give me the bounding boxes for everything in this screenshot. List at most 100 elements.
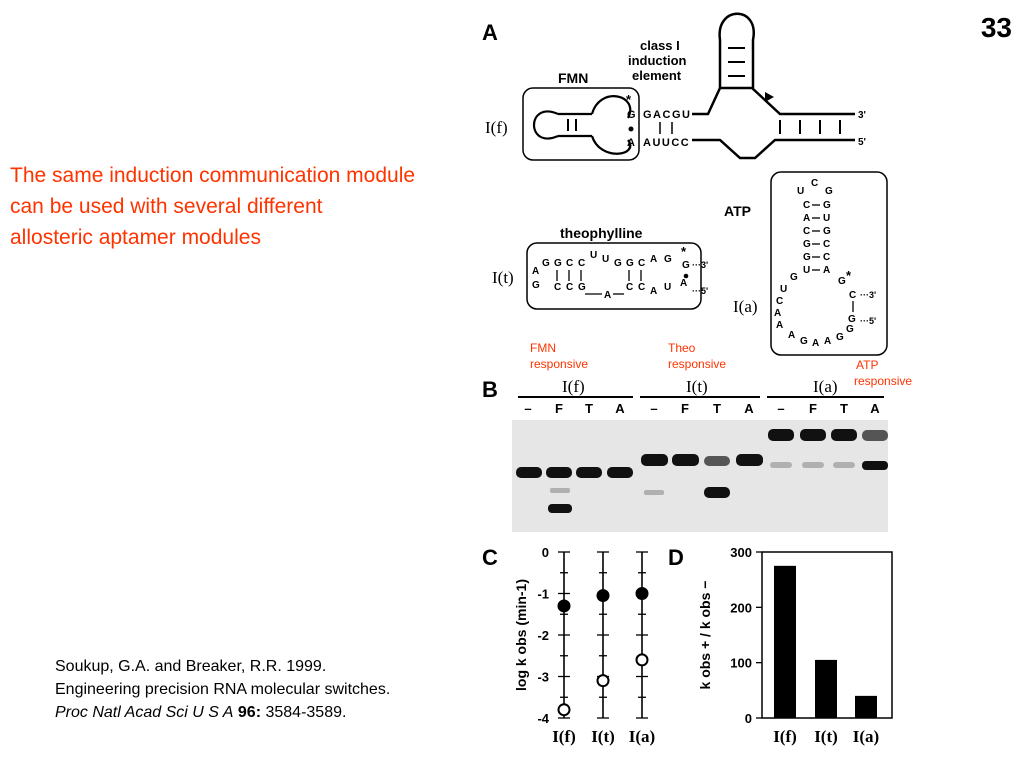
panel-c-xlabels: I(f)I(t)I(a) — [552, 727, 655, 746]
gel-band — [641, 454, 668, 466]
panel-a-label: A — [482, 20, 498, 45]
it-nt-bottom-5: C — [626, 282, 633, 293]
ia-stem-left-4: G — [803, 252, 811, 263]
panel-c-ytick-label: -3 — [537, 670, 549, 685]
lane-label-6: F — [681, 401, 689, 416]
gel-band — [704, 487, 730, 498]
it-star: * — [681, 244, 687, 259]
it-nt-bottom-3: G — [578, 282, 586, 293]
it-nt-top-2: G — [554, 258, 562, 269]
gel-lane-labels: – F T A – F T A – F T A — [524, 401, 880, 416]
panel-d-ytick-label: 0 — [745, 711, 752, 726]
it-nt-bottom-0: G — [532, 280, 540, 291]
ia-five-prime: ···5' — [860, 316, 876, 326]
lane-label-3: T — [585, 401, 593, 416]
panel-c-point-open — [635, 653, 649, 667]
it-nt-bottom-6: C — [638, 282, 645, 293]
fmn-responsive-line-2: responsive — [530, 357, 588, 371]
lane-label-10: F — [809, 401, 817, 416]
panel-c-ytick-label: -4 — [537, 711, 549, 726]
ia-stem-right-3: C — [823, 239, 830, 250]
if-five-prime: 5' — [858, 137, 866, 148]
lane-label-2: F — [555, 401, 563, 416]
ia-nt-c1: C — [776, 296, 783, 307]
ia-nt-a4: A — [812, 338, 819, 349]
panel-d-bar — [855, 695, 877, 718]
panel-c-points — [557, 587, 649, 717]
lane-label-1: – — [524, 401, 531, 416]
panel-b: B I(f) I(t) I(a) – F T A – F T A – F T A — [482, 377, 888, 532]
headline-line-3: allosteric aptamer modules — [10, 226, 261, 249]
fmn-responsive-line-1: FMN — [530, 341, 556, 355]
gel-faint-band — [770, 462, 792, 468]
fmn-label: FMN — [558, 70, 588, 86]
panel-c-point-open — [596, 674, 610, 688]
it-nt-top-9: C — [638, 258, 645, 269]
ia-nt-c2: C — [849, 290, 856, 301]
ia-stem-right-1: U — [823, 213, 830, 224]
citation-title: Engineering precision RNA molecular swit… — [55, 681, 391, 698]
panel-c-ytick-label: 0 — [542, 545, 549, 560]
ia-nt-g6: G — [838, 276, 846, 287]
gel-band — [831, 429, 857, 441]
if-label: I(f) — [485, 118, 508, 137]
citation-pages: 3584-3589. — [265, 704, 347, 721]
ia-star: * — [846, 268, 852, 283]
gel-band — [862, 461, 888, 470]
theo-responsive-line-1: Theo — [668, 341, 696, 355]
panel-d-ytick-label: 200 — [730, 600, 752, 615]
panel-c-axes — [558, 551, 648, 719]
panel-c-xlabel: I(a) — [629, 727, 655, 746]
gel-group-it: I(t) — [686, 377, 708, 396]
it-nt-top-11: G — [664, 254, 672, 265]
ia-loop-c: C — [811, 178, 818, 189]
ia-loop-u: U — [797, 186, 804, 197]
citation: Soukup, G.A. and Breaker, R.R. 1999. Eng… — [55, 655, 485, 724]
headline-line-2: can be used with several different — [10, 195, 323, 218]
it-nt-top-7: G — [614, 258, 622, 269]
ia-label: I(a) — [733, 297, 758, 316]
ia-three-prime: ···3' — [860, 290, 876, 300]
gel-band — [548, 504, 572, 513]
ia-stem-right-4: C — [823, 252, 830, 263]
ia-stem: U C G C G A U C G G C G C U A G U C A A — [774, 178, 856, 349]
it-nt-top-1: G — [542, 258, 550, 269]
class-element-line-2: induction — [628, 53, 687, 68]
gel-faint-band — [644, 490, 664, 495]
gel-band — [607, 467, 633, 478]
ia-nt-a1: A — [774, 308, 781, 319]
atp-responsive-line-1: ATP — [856, 358, 878, 372]
citation-authors: Soukup, G.A. and Breaker, R.R. 1999. — [55, 658, 327, 675]
class-element-line-1: class I — [640, 38, 680, 53]
panel-d-bar — [815, 659, 837, 718]
if-three-prime: 3' — [858, 110, 866, 121]
gel-faint-bands — [550, 462, 855, 495]
induction-hairpin — [718, 12, 755, 88]
panel-c-point-filled — [596, 589, 610, 603]
gel-faint-band — [802, 462, 824, 468]
it-nt-top-3: C — [566, 258, 573, 269]
citation-volume: 96: — [237, 704, 262, 721]
it-sequence: A G G C C U U G G C A G G C C G A C C A — [532, 250, 687, 301]
ia-loop-g: G — [825, 186, 833, 197]
it-dot — [683, 273, 689, 279]
panel-d-label: D — [668, 545, 684, 570]
panel-a: A class I induction element FMN I(f) * G… — [482, 12, 888, 356]
it-nt-top-0: A — [532, 266, 539, 277]
if-bottom-nts: AUUCC — [643, 137, 690, 149]
it-g-top: G — [682, 260, 690, 271]
class-element-line-3: element — [632, 68, 682, 83]
panel-b-label: B — [482, 377, 498, 402]
panel-c-ylabel: log k obs (min-1) — [513, 579, 529, 691]
ia-stem-right-2: G — [823, 226, 831, 237]
it-nt-top-8: G — [626, 258, 634, 269]
fmn-left-loop — [533, 110, 559, 140]
fmn-right-loop-top — [590, 95, 632, 119]
lane-label-12: A — [870, 401, 880, 416]
ia-nt-a2: A — [776, 320, 783, 331]
panel-c-point-open — [557, 703, 571, 717]
gel-band — [546, 467, 572, 478]
atp-responsive-line-2: responsive — [854, 374, 912, 388]
